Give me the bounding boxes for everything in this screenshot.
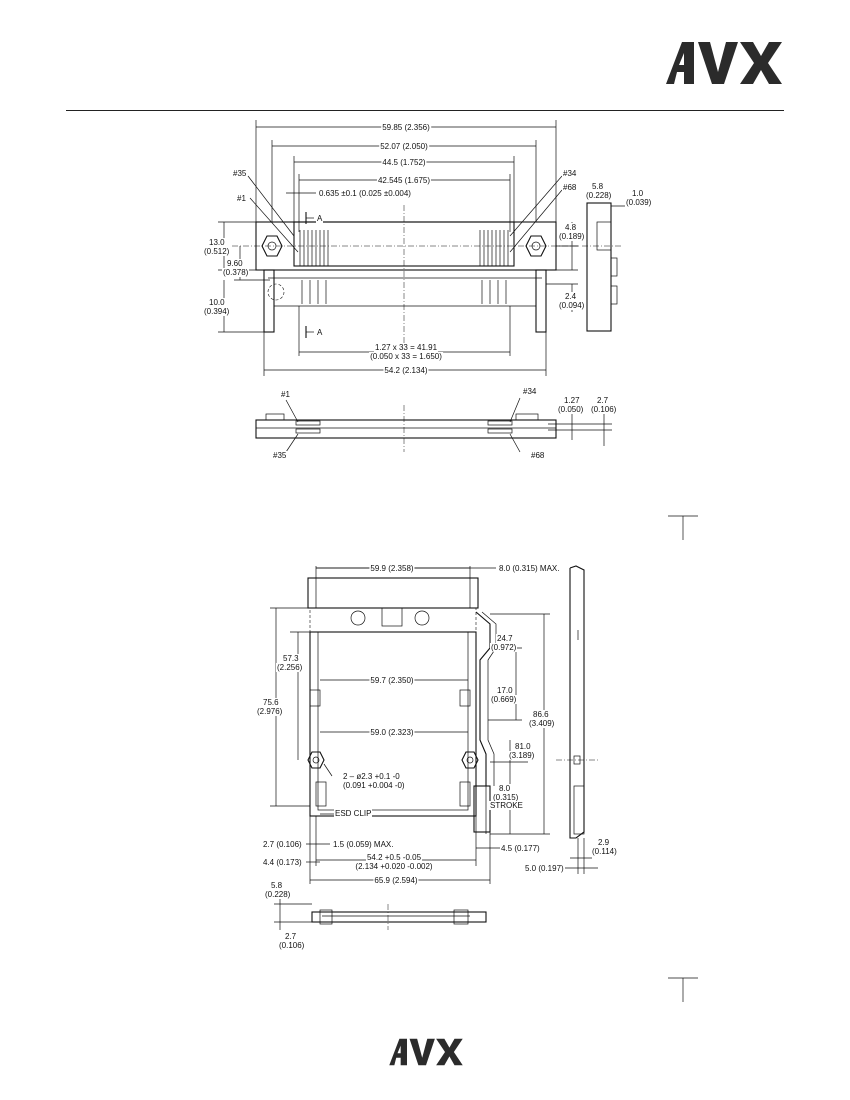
dim-48-b: (0.189) [558,232,586,241]
bv-hole-spec-a: 2 – ø2.3 +0.1 -0 [342,772,401,781]
pin-label-1: #1 [236,194,247,203]
edge-dim-58-a: 5.8 [270,881,284,890]
bv-dim-590: 59.0 (2.323) [369,728,415,737]
bv-dim-44: 4.4 (0.173) [262,858,303,867]
dim-base-width: 54.2 (2.134) [383,366,429,375]
avx-logo-mark [666,42,782,84]
dim-pitch-b: (0.050 x 33 = 1.650) [369,352,443,361]
bv-dim-810-a: 81.0 [514,742,532,751]
dim-96-b: (0.378) [222,268,250,277]
bv-dim-max8: 8.0 (0.315) MAX. [498,564,561,573]
bv-dim-756-a: 75.6 [262,698,280,707]
bv-dim-15: 1.5 (0.059) MAX. [332,840,395,849]
bv-dim-866-b: (3.409) [528,719,556,728]
bv-dim-247-a: 24.7 [496,634,514,643]
bv-dim-542-b: (2.134 +0.020 -0.002) [354,862,434,871]
bv-dim-659: 65.9 (2.594) [373,876,419,885]
avx-footer-logo-mark [389,1038,463,1066]
dim-overall-width: 59.85 (2.356) [381,123,431,132]
dim-13-a: 13.0 [208,238,226,247]
front-pin-label-34: #34 [522,387,538,396]
dim-pitch-tolerance: 0.635 ±0.1 (0.025 ±0.004) [318,189,412,198]
dim-42: 42.545 (1.675) [376,176,432,185]
dim-44: 44.5 (1.752) [381,158,427,167]
dim-96-a: 9.60 [226,259,244,268]
header-logo [664,38,784,88]
bottom-view-drawing [270,565,598,930]
bv-dim-756-b: (2.976) [256,707,284,716]
pin-label-68: #68 [562,183,578,192]
dim-52: 52.07 (2.050) [379,142,429,151]
front-pin-label-1: #1 [280,390,291,399]
front-dim-127-a: 1.27 [563,396,581,405]
front-pin-label-68: #68 [530,451,546,460]
bv-dim-45: 4.5 (0.177) [500,844,541,853]
bv-dim-573-a: 57.3 [282,654,300,663]
bv-dim-170-b: (0.669) [490,695,518,704]
section-label-a-bottom: A [316,328,324,337]
bv-dim-597: 59.7 (2.350) [369,676,415,685]
bv-esd-clip-label: ESD CLIP [334,809,373,818]
dim-13-b: (0.512) [203,247,231,256]
bv-dim-573-b: (2.256) [276,663,304,672]
front-view-drawing [255,397,612,453]
bv-dim-50: 5.0 (0.197) [524,864,565,873]
dim-pitch-a: 1.27 x 33 = 41.91 [373,343,439,352]
bv-dim-29-a: 2.9 [597,838,611,847]
bv-dim-542-a: 54.2 +0.5 -0.05 [365,853,423,862]
bv-stroke-a: 8.0 [498,784,512,793]
section-label-a-top: A [316,214,324,223]
bv-dim-247-b: (0.972) [490,643,518,652]
bv-dim-599: 59.9 (2.358) [369,564,415,573]
front-dim-27-a: 2.7 [596,396,610,405]
bv-dim-27: 2.7 (0.106) [262,840,303,849]
dim-10-b: (0.394) [203,307,231,316]
bv-dim-810-b: (3.189) [508,751,536,760]
dim-24-a: 2.4 [564,292,578,301]
bv-dim-29-b: (0.114) [591,847,618,856]
side-dim-58-a: 5.8 [591,182,605,191]
front-pin-label-35: #35 [272,451,288,460]
side-dim-10-b: (0.039) [625,198,653,207]
pin-label-35: #35 [232,169,248,178]
dim-10-a: 10.0 [208,298,226,307]
footer-logo [388,1036,464,1068]
side-dim-10-a: 1.0 [631,189,645,198]
side-dim-58-b: (0.228) [585,191,613,200]
pin-label-34: #34 [562,169,578,178]
edge-dim-58-b: (0.228) [264,890,292,899]
edge-dim-27-b: (0.106) [278,941,306,950]
front-dim-127-b: (0.050) [557,405,585,414]
dim-48-a: 4.8 [564,223,578,232]
bv-dim-170-a: 17.0 [496,686,514,695]
header-rule [66,110,784,111]
bv-hole-spec-b: (0.091 +0.004 -0) [342,781,406,790]
bv-stroke-c: STROKE [489,801,524,810]
bv-stroke-b: (0.315) [492,793,520,802]
bv-dim-866-a: 86.6 [532,710,550,719]
dim-24-b: (0.094) [558,301,586,310]
front-dim-27-b: (0.106) [590,405,618,414]
page-marks [668,515,698,1002]
edge-dim-27-a: 2.7 [284,932,298,941]
